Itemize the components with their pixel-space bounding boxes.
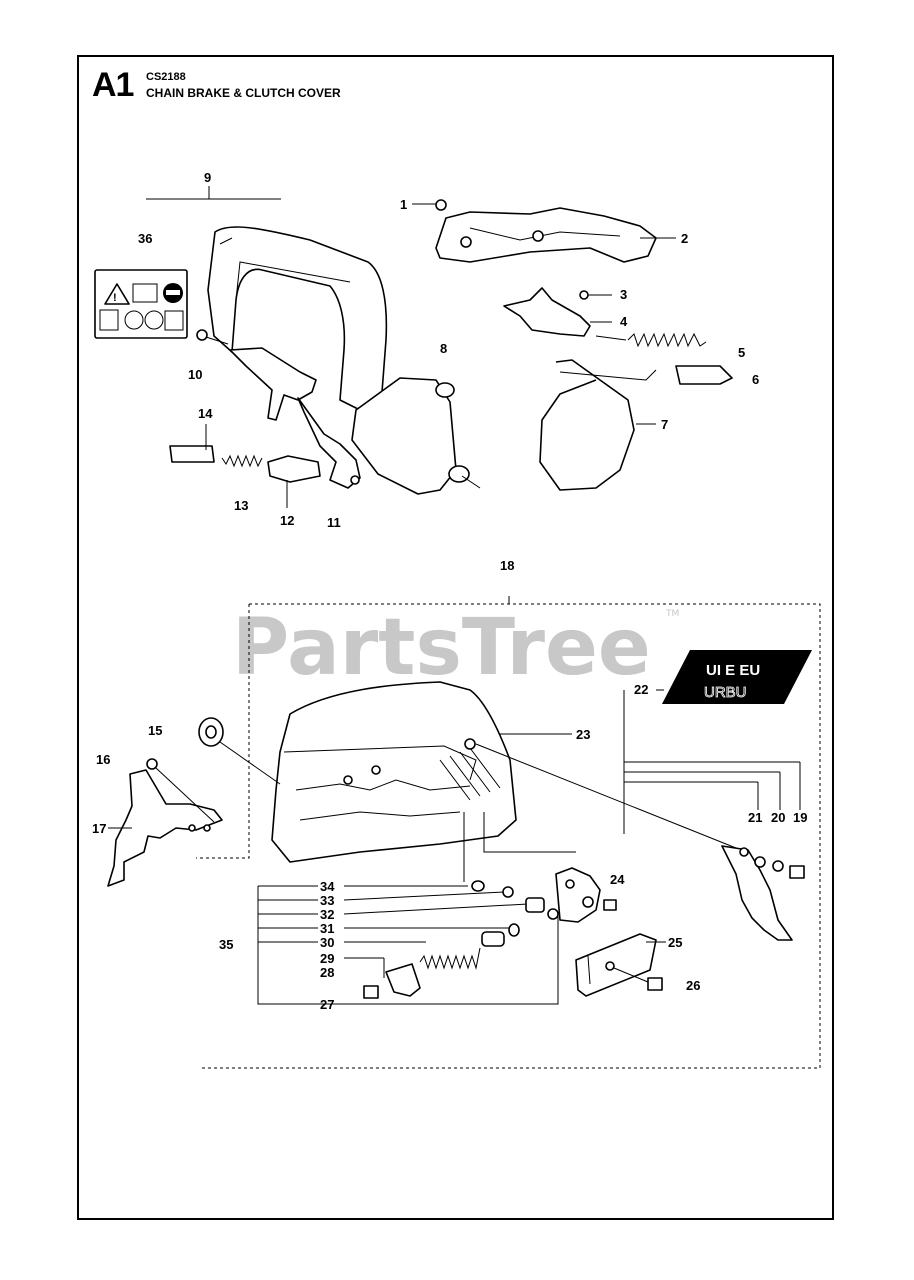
spring-5-icon	[595, 332, 707, 348]
callout-8: 8	[440, 341, 447, 356]
callout-20: 20	[771, 810, 785, 825]
watermark-text: PartsTree	[232, 603, 651, 693]
warning-label-icon: !	[94, 269, 188, 339]
small-parts-12-14-icon	[169, 424, 321, 508]
callout-4: 4	[620, 314, 628, 329]
assembly-18-box	[196, 596, 821, 1069]
callout-6: 6	[752, 372, 759, 387]
brake-lever-icon	[503, 287, 612, 337]
callout-15: 15	[148, 723, 162, 738]
small-parts-27-34-icon	[363, 880, 559, 999]
nut-15-icon	[198, 717, 281, 785]
brake-handle-icon	[229, 347, 361, 489]
callout-33: 33	[320, 893, 334, 908]
callout-31: 31	[320, 921, 334, 936]
callout-13: 13	[234, 498, 248, 513]
decal-icon: UI E EU URBU	[662, 650, 812, 704]
bracket-27-34	[257, 885, 559, 1005]
callout-12: 12	[280, 513, 294, 528]
model-number: CS2188	[146, 71, 186, 83]
callout-10: 10	[188, 367, 202, 382]
decal-text-top: UI E EU	[706, 662, 760, 679]
part-25-icon	[575, 933, 666, 997]
right-plate-icon	[721, 845, 805, 941]
decal-text-bottom: URBU	[704, 684, 747, 701]
callout-19: 19	[793, 810, 807, 825]
part-6-icon	[675, 365, 733, 385]
callout-28: 28	[320, 965, 334, 980]
callout-36: 36	[138, 231, 152, 246]
callout-14: 14	[198, 406, 213, 421]
callout-11: 11	[327, 515, 341, 530]
callout-3: 3	[620, 287, 627, 302]
callout-35: 35	[219, 937, 233, 952]
watermark-trademark: TM	[665, 609, 679, 619]
callout-2: 2	[681, 231, 688, 246]
callout-32: 32	[320, 907, 334, 922]
callout-17: 17	[92, 821, 106, 836]
callout-24: 24	[610, 872, 625, 887]
callout-30: 30	[320, 935, 334, 950]
callout-21: 21	[748, 810, 762, 825]
screw-10-icon	[196, 329, 229, 345]
spring-housing-icon	[351, 377, 481, 495]
section-id: A1	[92, 66, 134, 104]
svg-text:!: !	[113, 292, 117, 304]
callout-25: 25	[668, 935, 682, 950]
callout-27: 27	[320, 997, 334, 1012]
callout-9: 9	[204, 170, 211, 185]
callout-22: 22	[634, 682, 648, 697]
callout-23: 23	[576, 727, 590, 742]
brake-band-icon	[539, 359, 657, 491]
callout-9-bracket	[146, 186, 281, 200]
callout-26: 26	[686, 978, 700, 993]
diagram-title: CHAIN BRAKE & CLUTCH COVER	[146, 86, 341, 100]
chain-catcher-icon	[107, 758, 223, 887]
brake-bracket-icon	[412, 199, 676, 263]
callout-1: 1	[400, 197, 407, 212]
bottom-leaders	[463, 812, 576, 882]
bracket-24-icon	[555, 867, 617, 923]
clutch-cover-icon	[271, 681, 737, 863]
callout-34: 34	[320, 879, 335, 894]
callout-5: 5	[738, 345, 745, 360]
callout-7: 7	[661, 417, 668, 432]
callout-16: 16	[96, 752, 110, 767]
callout-18: 18	[500, 558, 514, 573]
callout-29: 29	[320, 951, 334, 966]
